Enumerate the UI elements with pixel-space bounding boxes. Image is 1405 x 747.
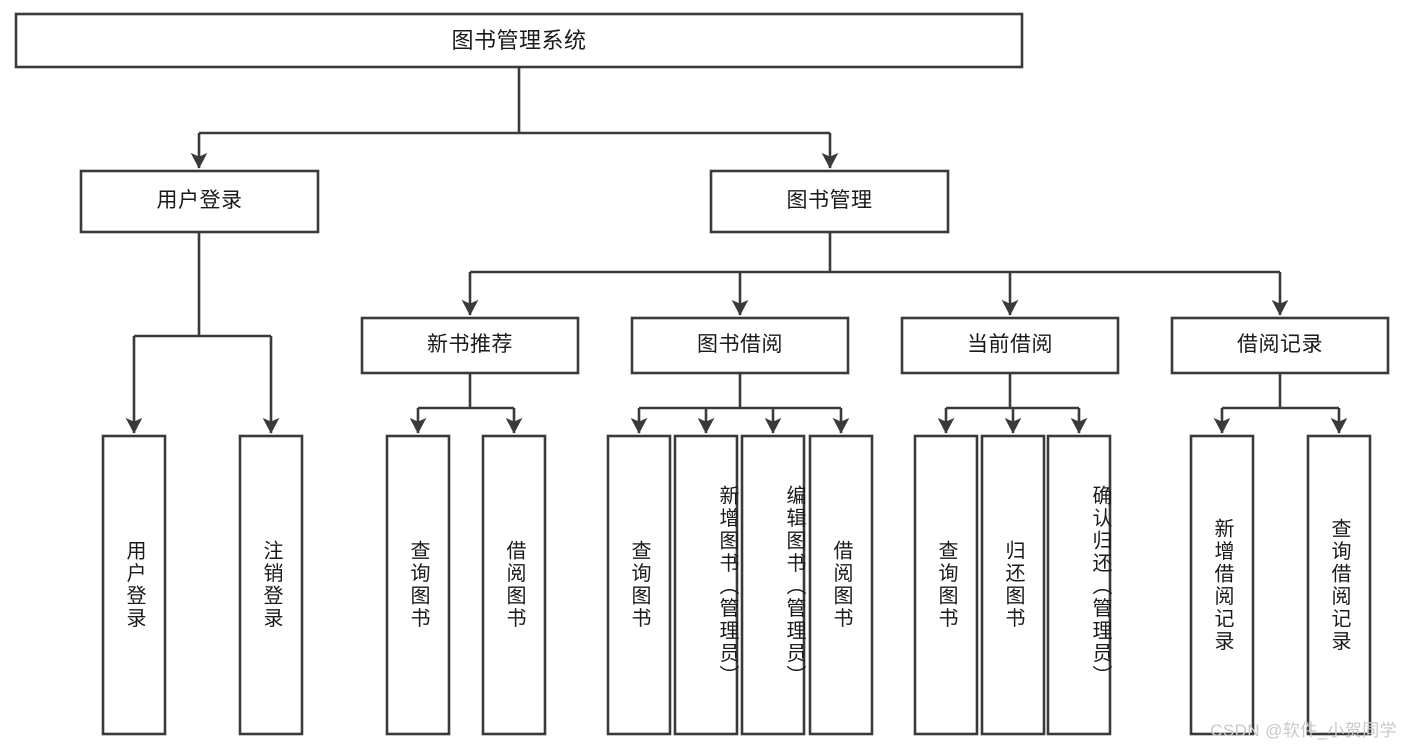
- node-leaf-borrow-book-1[interactable]: [481, 434, 547, 736]
- node-leaf-user-login[interactable]: [101, 434, 167, 736]
- node-leaf-query-book-2[interactable]: [606, 434, 672, 736]
- node-book-borrow[interactable]: [630, 316, 850, 375]
- node-book-management[interactable]: [709, 169, 950, 234]
- node-user-login[interactable]: [79, 169, 320, 234]
- node-leaf-borrow-book-2[interactable]: [808, 434, 874, 736]
- node-new-book-recommend[interactable]: [360, 316, 580, 375]
- node-leaf-query-book-1[interactable]: [385, 434, 451, 736]
- node-leaf-confirm-return[interactable]: [1046, 434, 1112, 736]
- node-current-borrow[interactable]: [900, 316, 1120, 375]
- node-leaf-add-book[interactable]: [673, 434, 739, 736]
- node-leaf-return-book[interactable]: [980, 434, 1046, 736]
- node-leaf-logout-login[interactable]: [238, 434, 304, 736]
- node-book-management-system[interactable]: [14, 12, 1024, 69]
- node-leaf-query-book-3[interactable]: [913, 434, 979, 736]
- node-leaf-edit-book[interactable]: [740, 434, 806, 736]
- node-leaf-query-record[interactable]: [1306, 434, 1372, 736]
- node-leaf-add-record[interactable]: [1189, 434, 1255, 736]
- node-borrow-record[interactable]: [1170, 316, 1390, 375]
